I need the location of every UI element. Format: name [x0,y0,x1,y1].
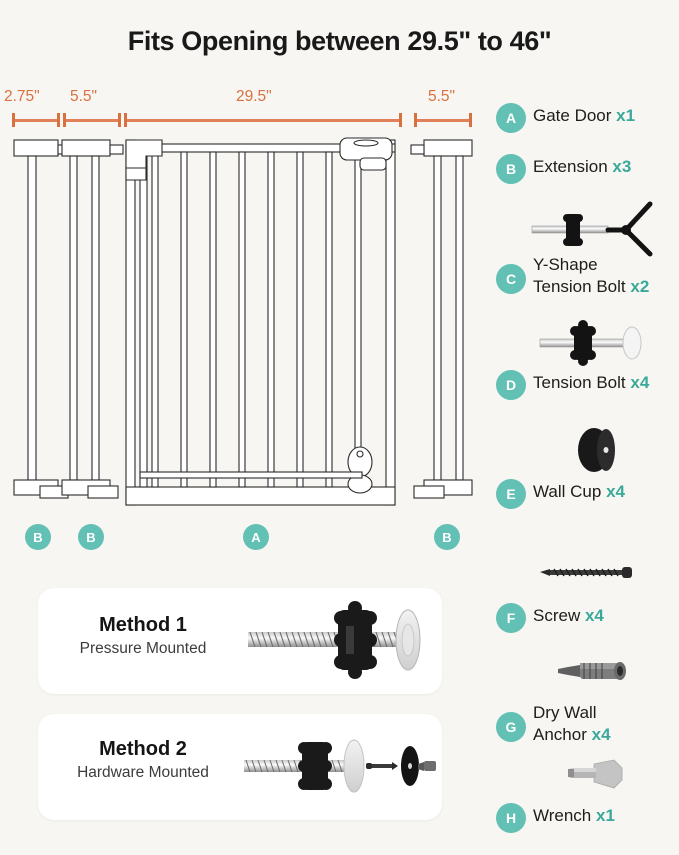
legend-name-f: Screw [533,606,581,625]
legend-name-c-line1: Y-Shape [533,255,598,274]
legend-badge-g: G [496,712,526,742]
legend-name-c-line2: Tension Bolt [533,277,626,296]
dimension-band: 2.75" 5.5" 29.5" 5.5" [0,88,490,132]
screw-icon [522,550,672,594]
legend-qty-b: x3 [612,157,632,176]
tension-bolt-assembly-icon [242,588,438,694]
legend-name-h: Wrench [533,806,592,825]
legend-label-g: Dry Wall Anchor x4 [533,702,611,746]
gate-door [125,137,396,506]
dimension-rule-0 [12,113,60,127]
method-card-pressure-mounted: Method 1 Pressure Mounted [38,588,442,694]
legend-qty-h: x1 [596,806,615,825]
dimension-label-2: 29.5" [236,88,272,105]
method-2-subtitle: Hardware Mounted [77,764,209,781]
legend-qty-d: x4 [630,373,650,392]
legend-label-a: Gate Door x1 [533,105,635,127]
extension-panel-2 [61,139,124,499]
diagram-badge-a: A [243,524,269,550]
diagram-badge-b1: B [25,524,51,550]
legend-badge-d: D [496,370,526,400]
legend-name-g-line2: Anchor [533,725,587,744]
legend-label-d: Tension Bolt x4 [533,372,649,394]
extension-panel-1 [13,139,72,499]
legend-name-e: Wall Cup [533,482,602,501]
wrench-icon [522,750,672,796]
tension-bolt-icon [522,318,672,368]
legend-badge-a: A [496,103,526,133]
gate-assembly-drawing [0,132,490,522]
dimension-rule-2 [124,113,402,127]
y-tension-bolt-icon [522,200,672,262]
legend-label-b: Extension x3 [533,156,631,178]
legend-qty-a: x1 [616,106,636,125]
legend-name-g-line1: Dry Wall [533,703,597,722]
legend-badge-f: F [496,603,526,633]
legend-qty-e: x4 [606,482,625,501]
legend-name-b: Extension [533,157,608,176]
legend-label-c: Y-Shape Tension Bolt x2 [533,254,649,298]
hardware-mount-assembly-icon [242,714,438,820]
page-title: Fits Opening between 29.5" to 46" [127,26,552,56]
legend-badge-h: H [496,803,526,833]
extension-panel-3 [410,139,473,499]
legend-label-f: Screw x4 [533,605,604,627]
legend-badge-e: E [496,479,526,509]
legend-qty-g: x4 [591,725,611,744]
legend-label-h: Wrench x1 [533,805,615,827]
method-1-subtitle: Pressure Mounted [79,640,207,657]
method-1-title: Method 1 [99,614,187,636]
diagram-badge-b3: B [434,524,460,550]
dimension-label-3: 5.5" [428,88,456,105]
legend-label-e: Wall Cup x4 [533,481,625,503]
legend-name-d: Tension Bolt [533,373,626,392]
diagram-badge-b2: B [78,524,104,550]
dimension-label-0: 2.75" [4,88,40,105]
method-card-hardware-mounted: Method 2 Hardware Mounted [38,714,442,820]
legend-qty-f: x4 [584,606,604,625]
method-2-title: Method 2 [99,738,187,760]
dimension-rule-1 [63,113,121,127]
parts-legend: A Gate Door x1 B Extension x3 [492,0,679,855]
legend-qty-c: x2 [630,277,650,296]
legend-badge-c: C [496,264,526,294]
legend-name-a: Gate Door [533,106,612,125]
wall-cup-icon [522,424,672,476]
dimension-rule-3 [414,113,472,127]
legend-badge-b: B [496,154,526,184]
drywall-anchor-icon [522,644,672,696]
dimension-label-1: 5.5" [70,88,98,105]
